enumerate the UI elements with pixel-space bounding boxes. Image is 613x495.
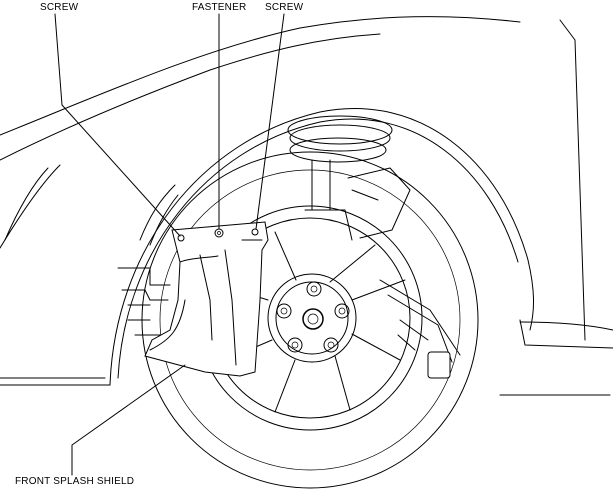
- strut-assembly: [287, 115, 411, 241]
- callout-front-splash-shield: FRONT SPLASH SHIELD: [15, 476, 135, 487]
- leader-screw-left: [54, 13, 181, 237]
- callout-screw-left: SCREW: [40, 2, 79, 13]
- wheel-arch: [109, 108, 535, 386]
- callout-fastener: FASTENER: [192, 2, 247, 13]
- leader-splash-shield: [71, 364, 186, 476]
- lower-control-arm: [379, 279, 461, 379]
- front-splash-shield: [144, 221, 269, 377]
- callout-screw-right: SCREW: [265, 2, 304, 13]
- leader-screw-right: [255, 13, 285, 230]
- vehicle-body-outline: [0, 16, 613, 396]
- leader-lines: [54, 13, 285, 476]
- left-suspension-parts: [117, 184, 179, 336]
